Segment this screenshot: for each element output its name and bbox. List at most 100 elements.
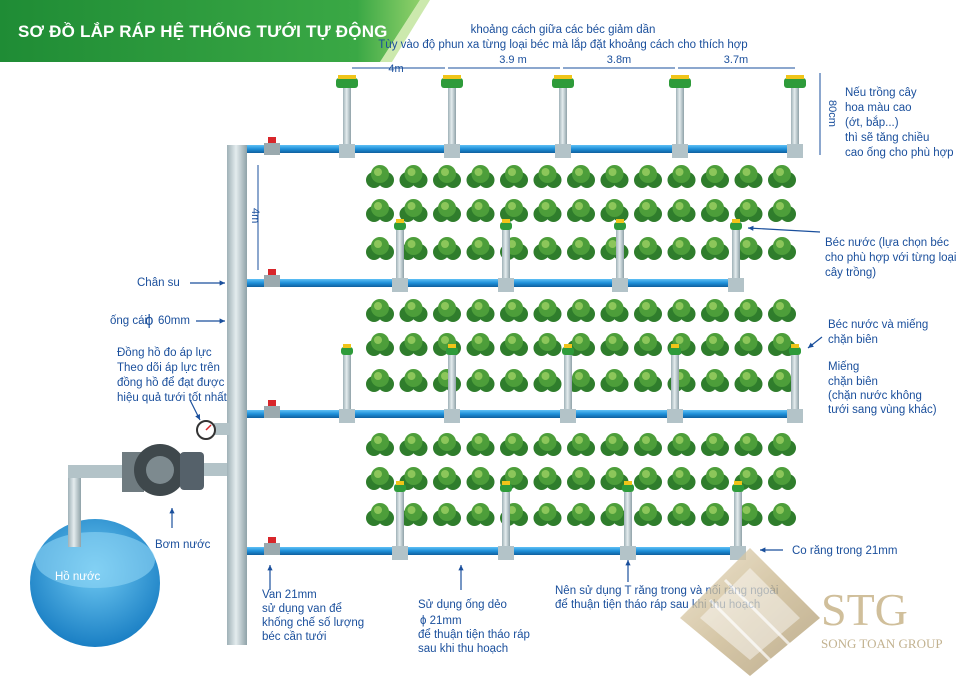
tree bbox=[600, 237, 629, 260]
pressure-gauge-note: Đồng hồ đo áp lực Theo dõi áp lực trên đ… bbox=[117, 347, 228, 404]
flex-hose-note: Sử dụng ống dẻo ϕ 21mm để thuận tiện thá… bbox=[418, 599, 530, 655]
tree bbox=[533, 237, 562, 260]
tree bbox=[600, 299, 629, 322]
tree bbox=[734, 299, 763, 322]
arrow bbox=[196, 318, 225, 324]
tree bbox=[701, 165, 729, 188]
tree bbox=[366, 333, 394, 356]
sprinkler-cap-note: Béc nước và miếng chặn biên bbox=[828, 319, 928, 346]
tree bbox=[634, 503, 662, 526]
tall-crop-note: Nếu trồng cây hoa màu cao (ớt, bắp...) t… bbox=[845, 87, 954, 159]
edge-cap-note: Miếng chặn biên (chặn nước không tưới sa… bbox=[828, 361, 937, 416]
water-pond bbox=[30, 519, 160, 647]
tree bbox=[667, 299, 696, 322]
arrow bbox=[169, 508, 175, 528]
sprinkler-risers bbox=[336, 75, 806, 560]
tree bbox=[567, 237, 595, 260]
svg-text:Sử dụng ống dẻo: Sử dụng ống dẻo bbox=[418, 599, 507, 611]
logo-mark bbox=[680, 548, 820, 676]
arrow bbox=[747, 225, 821, 233]
sprinkler bbox=[560, 344, 576, 423]
tree bbox=[701, 299, 729, 322]
svg-text:ϕ 21mm: ϕ 21mm bbox=[420, 615, 462, 627]
sprinkler bbox=[444, 344, 460, 423]
tree bbox=[500, 299, 528, 322]
svg-text:(ớt, bắp...): (ớt, bắp...) bbox=[845, 116, 899, 129]
tree bbox=[466, 467, 495, 490]
svg-text:hiệu quả tưới tốt nhất: hiệu quả tưới tốt nhất bbox=[117, 392, 228, 404]
tree bbox=[667, 503, 696, 526]
tree bbox=[768, 467, 796, 490]
tree bbox=[433, 467, 461, 490]
tree bbox=[701, 199, 729, 222]
valve-note: Van 21mm sử dụng van để khống chế số lượ… bbox=[262, 589, 364, 643]
suction-pipe bbox=[68, 463, 235, 547]
tree bbox=[466, 333, 495, 356]
sprinkler bbox=[667, 344, 683, 423]
svg-text:để thuận tiện tháo ráp: để thuận tiện tháo ráp bbox=[418, 629, 530, 641]
tree bbox=[466, 165, 495, 188]
tree bbox=[567, 299, 595, 322]
riser-height: 80cm bbox=[826, 100, 838, 127]
page-title: SƠ ĐỒ LẮP RÁP HỆ THỐNG TƯỚI TỰ ĐỘNG bbox=[18, 22, 388, 41]
main-pipe-label: ống cái ϕ 60mm bbox=[110, 312, 190, 329]
sprinkler bbox=[441, 75, 463, 158]
arrow bbox=[625, 560, 631, 582]
svg-text:béc cần tưới: béc cần tưới bbox=[262, 631, 326, 643]
svg-text:chặn biên: chặn biên bbox=[828, 376, 878, 388]
tree bbox=[500, 433, 528, 456]
pump-label: Bơm nước bbox=[155, 539, 211, 551]
tree bbox=[366, 165, 394, 188]
svg-text:ống cái: ống cái bbox=[110, 315, 147, 327]
tree bbox=[533, 199, 562, 222]
tree bbox=[567, 467, 595, 490]
vertical-spacing: 4m bbox=[249, 208, 261, 223]
tree bbox=[500, 199, 528, 222]
tree bbox=[366, 199, 394, 222]
sprinkler bbox=[498, 481, 514, 560]
tree bbox=[734, 433, 763, 456]
tree bbox=[634, 433, 662, 456]
svg-text:tưới sang vùng khác): tưới sang vùng khác) bbox=[828, 404, 937, 416]
tree bbox=[433, 299, 461, 322]
svg-text:hoa màu cao: hoa màu cao bbox=[845, 102, 912, 114]
tree bbox=[634, 467, 662, 490]
distance-3: 3.8m bbox=[607, 54, 631, 66]
tree bbox=[768, 165, 796, 188]
tree bbox=[701, 333, 729, 356]
tree bbox=[634, 369, 662, 392]
tree bbox=[701, 237, 729, 260]
tree bbox=[433, 165, 461, 188]
arrow bbox=[267, 565, 273, 590]
tree bbox=[634, 333, 662, 356]
tree bbox=[366, 467, 394, 490]
arrow bbox=[190, 280, 225, 286]
distance-4: 3.7m bbox=[724, 54, 748, 66]
sprinkler bbox=[336, 75, 358, 158]
tree bbox=[433, 503, 461, 526]
tree bbox=[466, 503, 495, 526]
tree bbox=[433, 433, 461, 456]
tree bbox=[366, 237, 394, 260]
arrow bbox=[189, 399, 201, 421]
valve bbox=[264, 400, 280, 418]
tree bbox=[734, 333, 763, 356]
tree bbox=[466, 369, 495, 392]
tree bbox=[734, 165, 763, 188]
svg-text:Đồng hồ đo áp lực: Đồng hồ đo áp lực bbox=[117, 347, 212, 359]
tree bbox=[433, 369, 461, 392]
tree bbox=[734, 369, 763, 392]
sprinkler bbox=[620, 481, 636, 560]
svg-text:sử dụng van để: sử dụng van để bbox=[262, 603, 342, 615]
tree bbox=[768, 433, 796, 456]
svg-text:Van 21mm: Van 21mm bbox=[262, 589, 317, 601]
tree bbox=[399, 369, 428, 392]
svg-text:(chặn nước không: (chặn nước không bbox=[828, 390, 922, 402]
tree bbox=[399, 199, 428, 222]
tree bbox=[768, 369, 796, 392]
lateral-pipes bbox=[247, 145, 795, 555]
tree bbox=[667, 165, 696, 188]
water-pump bbox=[122, 444, 204, 496]
sprinkler bbox=[787, 344, 803, 423]
tree bbox=[466, 237, 495, 260]
